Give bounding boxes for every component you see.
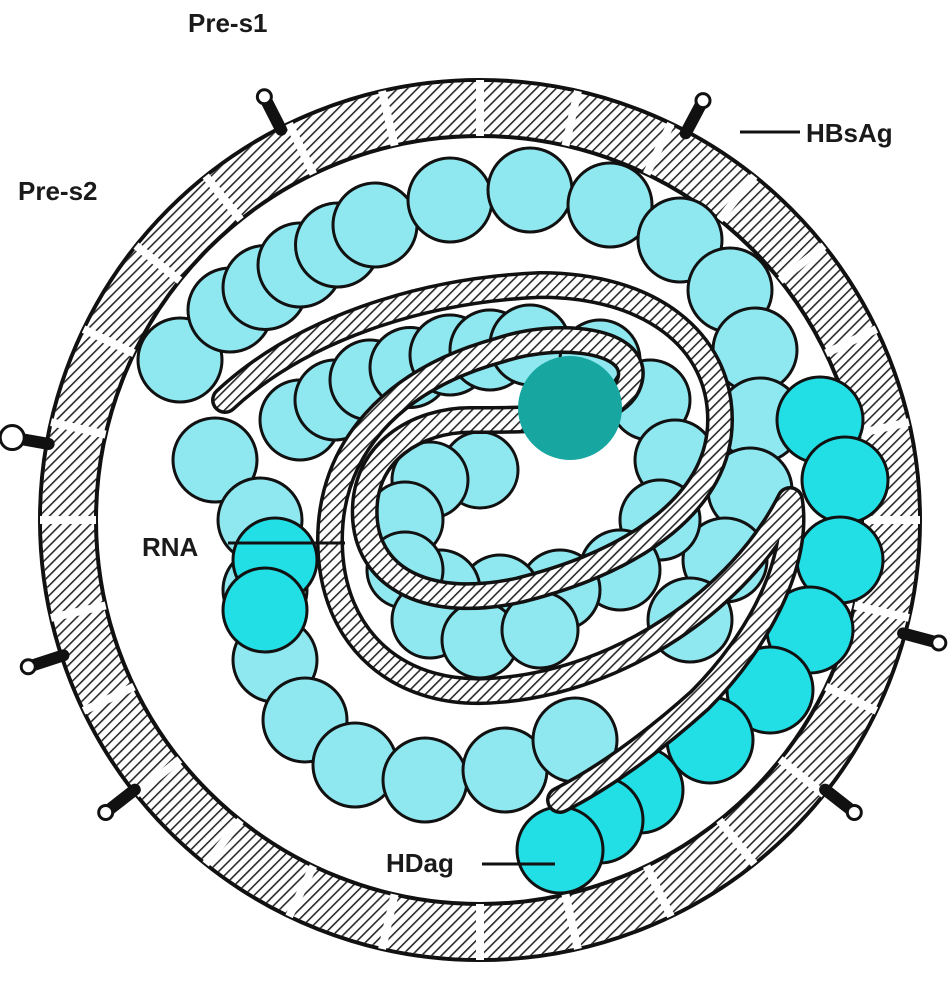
label-pre-s2: Pre-s2 xyxy=(18,176,98,206)
hdag-protein-sphere xyxy=(223,568,307,652)
label-hbsag: HBsAg xyxy=(806,118,893,148)
surface-spike-knob xyxy=(0,426,24,450)
center-dot xyxy=(518,356,622,460)
label-pre-s1: Pre-s1 xyxy=(188,8,268,38)
surface-spike-knob xyxy=(696,94,710,108)
hdag-protein-sphere xyxy=(517,807,603,893)
label-hdag: HDag xyxy=(386,848,454,878)
surface-spike-knob xyxy=(21,660,35,674)
hdag-protein-sphere xyxy=(408,158,492,242)
hdag-protein-sphere xyxy=(802,437,888,523)
hdag-protein-sphere xyxy=(383,738,467,822)
surface-spike-knob xyxy=(99,805,113,819)
label-rna: RNA xyxy=(142,532,199,562)
surface-spike-knob xyxy=(257,90,271,104)
surface-spike-knob xyxy=(932,636,946,650)
surface-spike-knob xyxy=(847,805,861,819)
hdag-protein-sphere xyxy=(333,183,417,267)
hdag-protein-sphere xyxy=(488,148,572,232)
